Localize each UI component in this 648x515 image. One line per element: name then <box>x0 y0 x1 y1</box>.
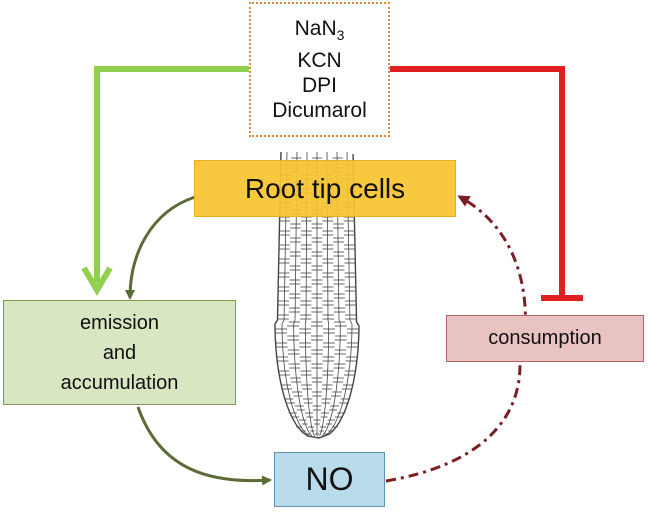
root-tip-cells-box: Root tip cells <box>194 160 456 217</box>
emission-to-no-arrow <box>136 406 272 486</box>
emission-line-1: emission <box>80 311 159 334</box>
consumption-box: consumption <box>446 315 644 362</box>
promote-arrow-head <box>81 266 113 296</box>
inhibitor-nan3: NaN3 <box>294 16 345 44</box>
no-consumption-loop-arrow <box>385 195 527 483</box>
no-label: NO <box>305 461 354 497</box>
emission-line-2: and <box>102 341 137 364</box>
emission-line-3: accumulation <box>60 371 179 394</box>
inhibitor-dicumarol: Dicumarol <box>272 99 367 123</box>
inhibitor-dpi: DPI <box>301 74 337 98</box>
inhibitor-kcn: KCN <box>297 49 342 73</box>
root-tip-outline <box>274 151 360 439</box>
consumption-label: consumption <box>488 327 602 349</box>
promote-arrow <box>94 66 249 283</box>
inhibit-line <box>390 66 565 296</box>
root-tip-cells-label: Root tip cells <box>244 172 406 204</box>
inhibitor-list-box: NaN3 KCN DPI Dicumarol <box>249 2 390 137</box>
no-box: NO <box>274 452 385 507</box>
root-to-emission-arrow <box>125 195 196 300</box>
emission-accumulation-box: emission and accumulation <box>3 300 236 405</box>
